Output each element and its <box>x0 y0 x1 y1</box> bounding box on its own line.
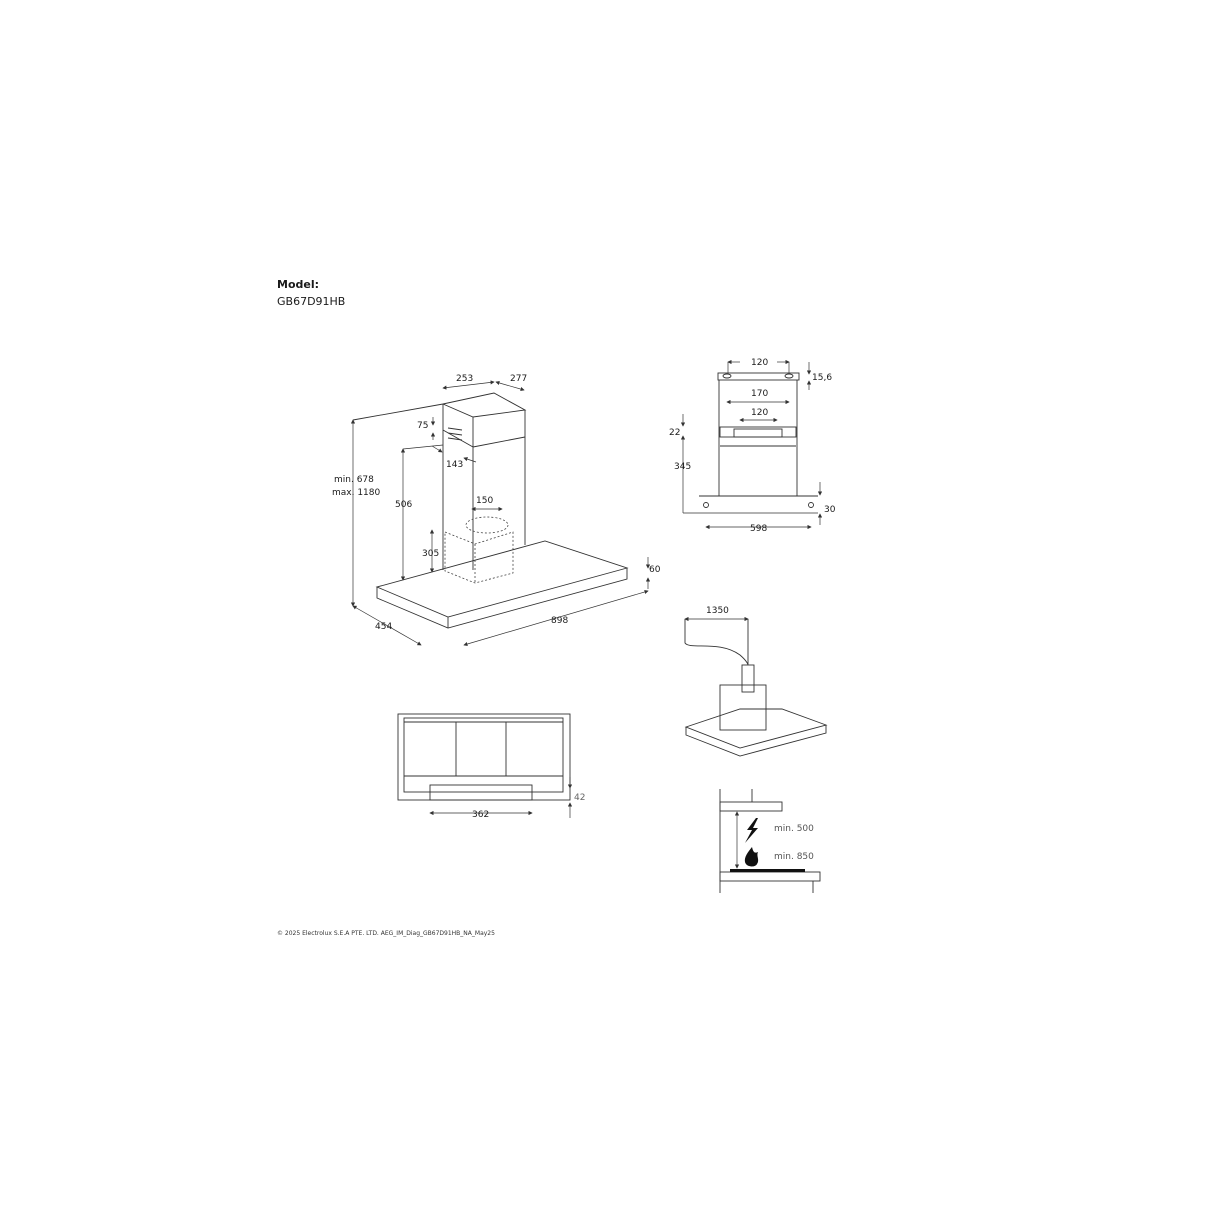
dim-598: 598 <box>750 524 767 534</box>
clearance-gas-label: min. 850 <box>774 852 814 862</box>
dim-height-max: max. 1180 <box>332 488 381 498</box>
dim-bracket-120-top: 120 <box>751 358 768 368</box>
dim-253: 253 <box>456 374 473 384</box>
dim-143: 143 <box>446 460 463 470</box>
dim-506: 506 <box>395 500 412 510</box>
dim-1350: 1350 <box>706 606 729 616</box>
dim-345: 345 <box>674 462 691 472</box>
dim-height-min: min. 678 <box>334 475 374 485</box>
copyright-footer: © 2025 Electrolux S.E.A PTE. LTD. AEG_IM… <box>277 930 495 937</box>
lightning-icon <box>745 818 758 843</box>
dim-362: 362 <box>472 810 489 820</box>
underside-view <box>397 713 573 818</box>
dim-277: 277 <box>510 374 527 384</box>
clearance-view <box>719 789 821 893</box>
model-number: GB67D91HB <box>277 295 346 308</box>
bracket-front-view <box>680 359 823 530</box>
main-isometric-view <box>350 380 651 647</box>
dim-22: 22 <box>669 428 680 438</box>
clearance-electric-label: min. 500 <box>774 824 814 834</box>
cable-length-view <box>684 616 828 757</box>
dim-150: 150 <box>476 496 493 506</box>
dim-bracket-120: 120 <box>751 408 768 418</box>
dim-305: 305 <box>422 549 439 559</box>
dim-898: 898 <box>551 616 568 626</box>
dim-454: 454 <box>375 622 392 632</box>
dim-15-6: 15,6 <box>812 373 832 383</box>
dim-30: 30 <box>824 505 836 515</box>
dim-170: 170 <box>751 389 768 399</box>
dim-60: 60 <box>649 565 661 575</box>
dim-42: 42 <box>574 793 585 803</box>
dim-75: 75 <box>417 421 428 431</box>
model-label: Model: <box>277 278 320 291</box>
flame-icon <box>744 847 759 867</box>
